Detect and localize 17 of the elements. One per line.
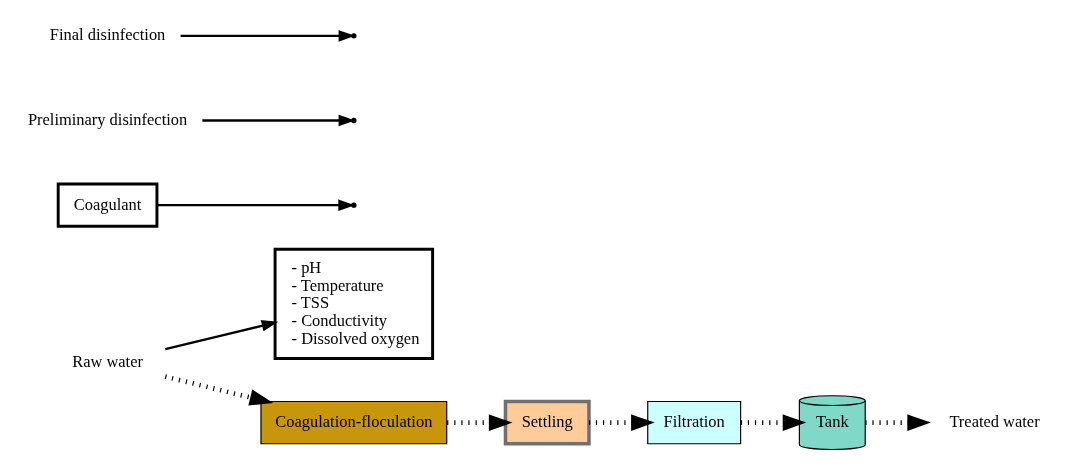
arrow [165, 319, 279, 350]
arrow [447, 413, 513, 431]
arrow [865, 413, 931, 431]
arrow [164, 373, 274, 405]
node-box: Coagulant [56, 182, 159, 228]
arrow [740, 413, 807, 431]
node-text: Final disinfection [49, 24, 166, 44]
node-text: Raw water [72, 351, 143, 371]
arrow [589, 413, 655, 431]
node-text: Treated water [949, 411, 1040, 431]
arrow [157, 198, 355, 211]
arrow [180, 29, 356, 42]
node-box: Coagulation-floculation [260, 400, 448, 444]
node-box: Settling [503, 399, 591, 446]
node-text: Preliminary disinfection [27, 109, 188, 129]
node-box: Filtration [647, 400, 742, 444]
node-box: - pH - Temperature - TSS - Conductivity - Dissolved oxygen [273, 247, 435, 360]
